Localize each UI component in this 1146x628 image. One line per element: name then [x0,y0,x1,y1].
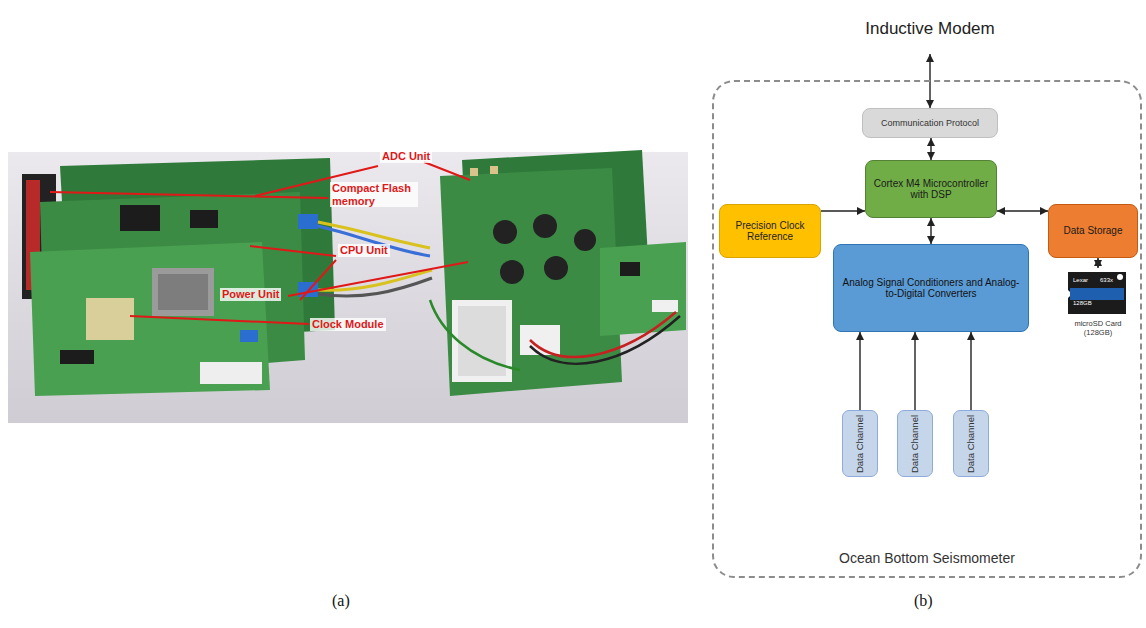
channel-box: Data Channel [953,410,989,477]
callout-leaders-part [250,246,336,256]
callout-label: Power Unit [220,288,281,301]
card-speed: 633x [1100,277,1113,284]
callout-leaders-part [288,262,468,296]
callout-leaders-part [50,192,328,198]
right-board-stack-part [500,260,524,284]
node-label: microSD Card (128GB) [1060,320,1136,337]
photo-ground-part [8,152,688,423]
right-board-stack-part [490,166,498,174]
left-board-stack [22,158,432,396]
callout-leaders [50,162,470,324]
node-label: Precision Clock Reference [720,220,820,243]
left-board-stack-part [318,226,430,256]
callout-leaders-part [130,316,309,324]
connector-arrow [1097,258,1098,268]
storage-box: Data Storage [1048,204,1138,258]
node-content: Analog Signal Conditioners and Analog-to… [834,245,1028,331]
left-board-stack-part [60,350,94,364]
protocol-box: Communication Protocol [862,108,998,138]
left-board-stack-part [158,274,208,310]
system-enclosure: Ocean Bottom Seismometer Communication Pr… [712,80,1142,578]
connector-arrow [914,332,915,410]
microsd-icon [1060,268,1136,318]
channel-box: Data Channel [897,410,933,477]
connector-arrow [997,210,1048,211]
node-content: Cortex M4 Microcontroller with DSP [866,161,996,217]
node-content: Inductive Modem [850,4,1010,54]
node-label: Data Channel [855,414,866,472]
callout-label: ADC Unit [380,150,432,163]
panel-caption: (b) [914,592,933,610]
left-board-stack-part [152,268,214,316]
right-board-stack-part [544,256,568,280]
node-label: Analog Signal Conditioners and Analog-to… [834,277,1028,300]
right-board-stack-part [520,325,560,355]
clock-box: Precision Clock Reference [719,204,821,258]
modem-label: Inductive Modem [850,4,1010,54]
adc-box: Analog Signal Conditioners and Analog-to… [833,244,1029,332]
connector-arrow [859,332,860,410]
channel-box: Data Channel [842,410,878,477]
connector-arrow [821,210,865,211]
right-board-stack-part [652,300,678,312]
right-board-stack-part [620,262,640,276]
left-board-stack-part [190,210,218,228]
right-board-stack-part [430,300,520,370]
enclosure-label: Ocean Bottom Seismometer [714,550,1140,566]
node-label: Inductive Modem [860,19,999,39]
connector-arrow [930,218,931,244]
left-board-stack-part [120,205,160,231]
node-content: Communication Protocol [863,109,997,137]
left-board-stack-part [200,362,262,384]
right-board-stack-part [574,229,596,251]
node-label: Data Channel [910,414,921,472]
photo-ground [8,152,688,423]
node-label: Data Channel [966,414,977,472]
left-board-stack-part [240,330,258,342]
node-label: Cortex M4 Microcontroller with DSP [866,178,996,201]
card-capacity: 128GB [1073,300,1092,307]
right-board-stack-part [533,214,557,238]
callout-leaders-part [424,162,470,180]
left-board-stack-part [30,242,270,396]
callout-label: CPU Unit [338,244,390,257]
left-board-stack-part [86,298,134,340]
node-label: Communication Protocol [876,118,984,128]
card-brand: Lexar [1073,277,1088,284]
connector-arrow [970,332,971,410]
right-board-stack-part [530,312,676,357]
connector-arrow [930,138,931,160]
callout-leaders-part [300,260,336,300]
node-content: Precision Clock Reference [720,205,820,257]
callout-label: Clock Module [310,318,386,331]
card-mark [1117,274,1123,280]
right-board-stack-part [530,316,680,364]
right-board-stack-part [452,300,512,382]
card-body [1068,272,1126,314]
right-board-stack-part [493,220,517,244]
left-board-stack-part [298,214,318,229]
panel-caption: (a) [332,592,350,610]
node-content: Data Storage [1049,205,1137,257]
sd-card: microSD Card (128GB) [1060,268,1136,344]
card-stripe [1070,288,1124,300]
callout-label: Compact Flash memory [330,182,418,207]
right-board-stack [430,150,686,396]
node-label: Data Storage [1059,225,1128,237]
mcu-box: Cortex M4 Microcontroller with DSP [865,160,997,218]
right-board-stack-part [470,168,478,176]
